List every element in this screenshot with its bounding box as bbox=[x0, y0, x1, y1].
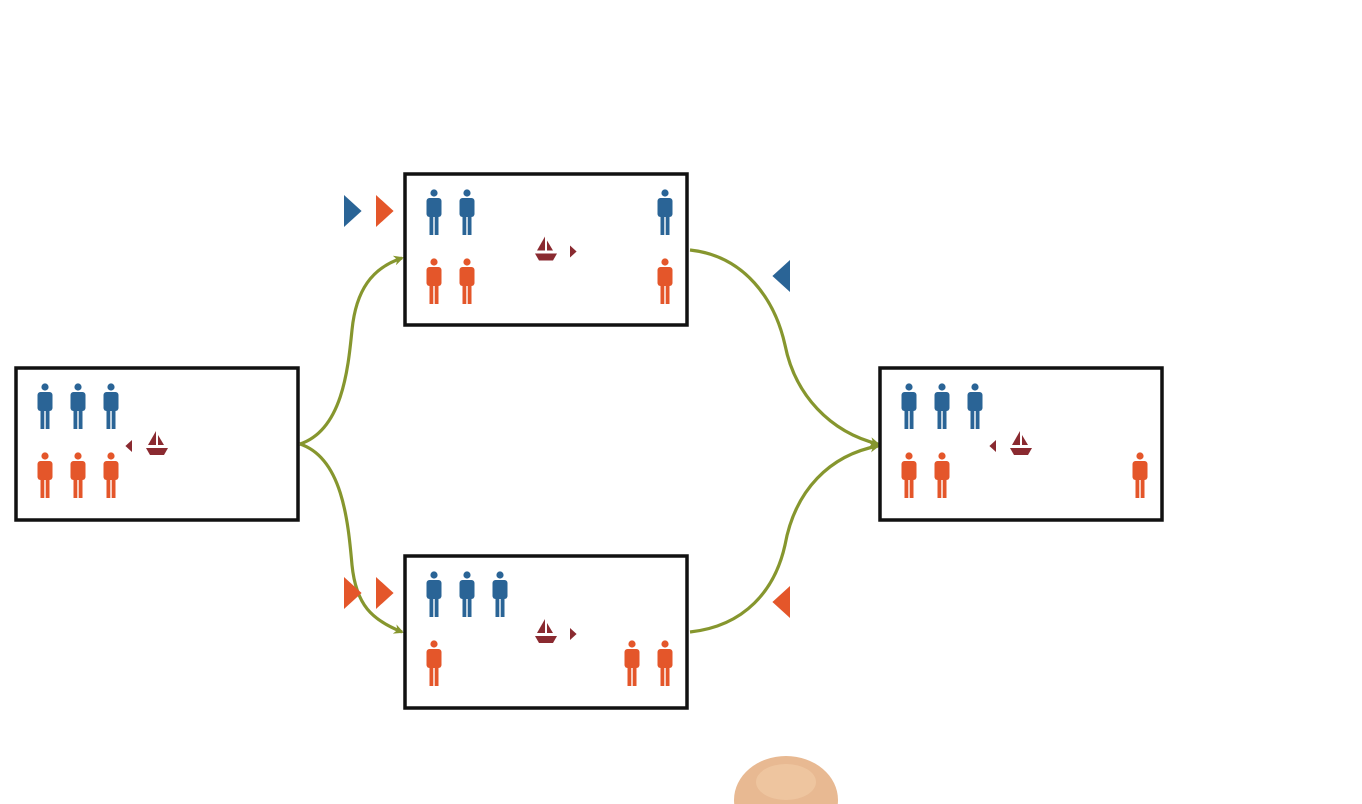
transition-arrow-initial-to-after-blue-orange-cross bbox=[299, 255, 404, 446]
person-icon bbox=[426, 571, 442, 617]
state-frame bbox=[403, 172, 689, 327]
person-icon bbox=[459, 189, 475, 235]
person-icon bbox=[426, 640, 442, 686]
person-icon bbox=[934, 383, 950, 429]
move-blue-icon bbox=[344, 195, 362, 227]
person-icon bbox=[37, 452, 53, 498]
person-icon bbox=[70, 452, 86, 498]
fingertip bbox=[734, 756, 838, 804]
move-orange-icon bbox=[376, 577, 394, 609]
move-indicator-after-two-orange-cross-to-after-return bbox=[772, 586, 790, 618]
boat-direction-icon bbox=[570, 245, 577, 258]
person-icon bbox=[624, 640, 640, 686]
person-icon bbox=[426, 189, 442, 235]
person-icon bbox=[492, 571, 508, 617]
person-icon bbox=[934, 452, 950, 498]
state-frame bbox=[403, 554, 689, 710]
person-icon bbox=[1132, 452, 1148, 498]
state-box-after-two-orange-cross bbox=[403, 554, 689, 710]
state-frame bbox=[14, 366, 300, 522]
boat-direction-icon bbox=[125, 440, 132, 452]
sailboat-icon bbox=[535, 236, 557, 261]
move-orange-icon bbox=[344, 577, 362, 609]
person-icon bbox=[967, 383, 983, 429]
state-box-after-return bbox=[878, 366, 1164, 522]
person-icon bbox=[459, 258, 475, 304]
boat-direction-icon bbox=[989, 440, 996, 452]
transition-arrow-after-two-orange-cross-to-after-return bbox=[689, 442, 880, 634]
sailboat-icon bbox=[146, 431, 168, 455]
person-icon bbox=[901, 452, 917, 498]
move-indicator-initial-to-after-two-orange-cross bbox=[344, 577, 394, 609]
sailboat-icon bbox=[535, 619, 557, 643]
move-blue-icon bbox=[772, 260, 790, 292]
transition-arrow-initial-to-after-two-orange-cross bbox=[299, 442, 404, 634]
person-icon bbox=[426, 258, 442, 304]
state-box-after-blue-orange-cross bbox=[403, 172, 689, 327]
boat-direction-icon bbox=[570, 628, 577, 640]
person-icon bbox=[657, 258, 673, 304]
person-icon bbox=[103, 452, 119, 498]
sailboat-icon bbox=[1010, 431, 1032, 455]
person-icon bbox=[657, 640, 673, 686]
person-icon bbox=[657, 189, 673, 235]
move-orange-icon bbox=[772, 586, 790, 618]
person-icon bbox=[901, 383, 917, 429]
move-indicator-after-blue-orange-cross-to-after-return bbox=[772, 260, 790, 292]
person-icon bbox=[459, 571, 475, 617]
person-icon bbox=[103, 383, 119, 429]
state-box-initial bbox=[14, 366, 300, 522]
state-frame bbox=[878, 366, 1164, 522]
person-icon bbox=[37, 383, 53, 429]
person-icon bbox=[70, 383, 86, 429]
transition-arrow-after-blue-orange-cross-to-after-return bbox=[689, 248, 880, 447]
move-orange-icon bbox=[376, 195, 394, 227]
move-indicator-initial-to-after-blue-orange-cross bbox=[344, 195, 394, 227]
